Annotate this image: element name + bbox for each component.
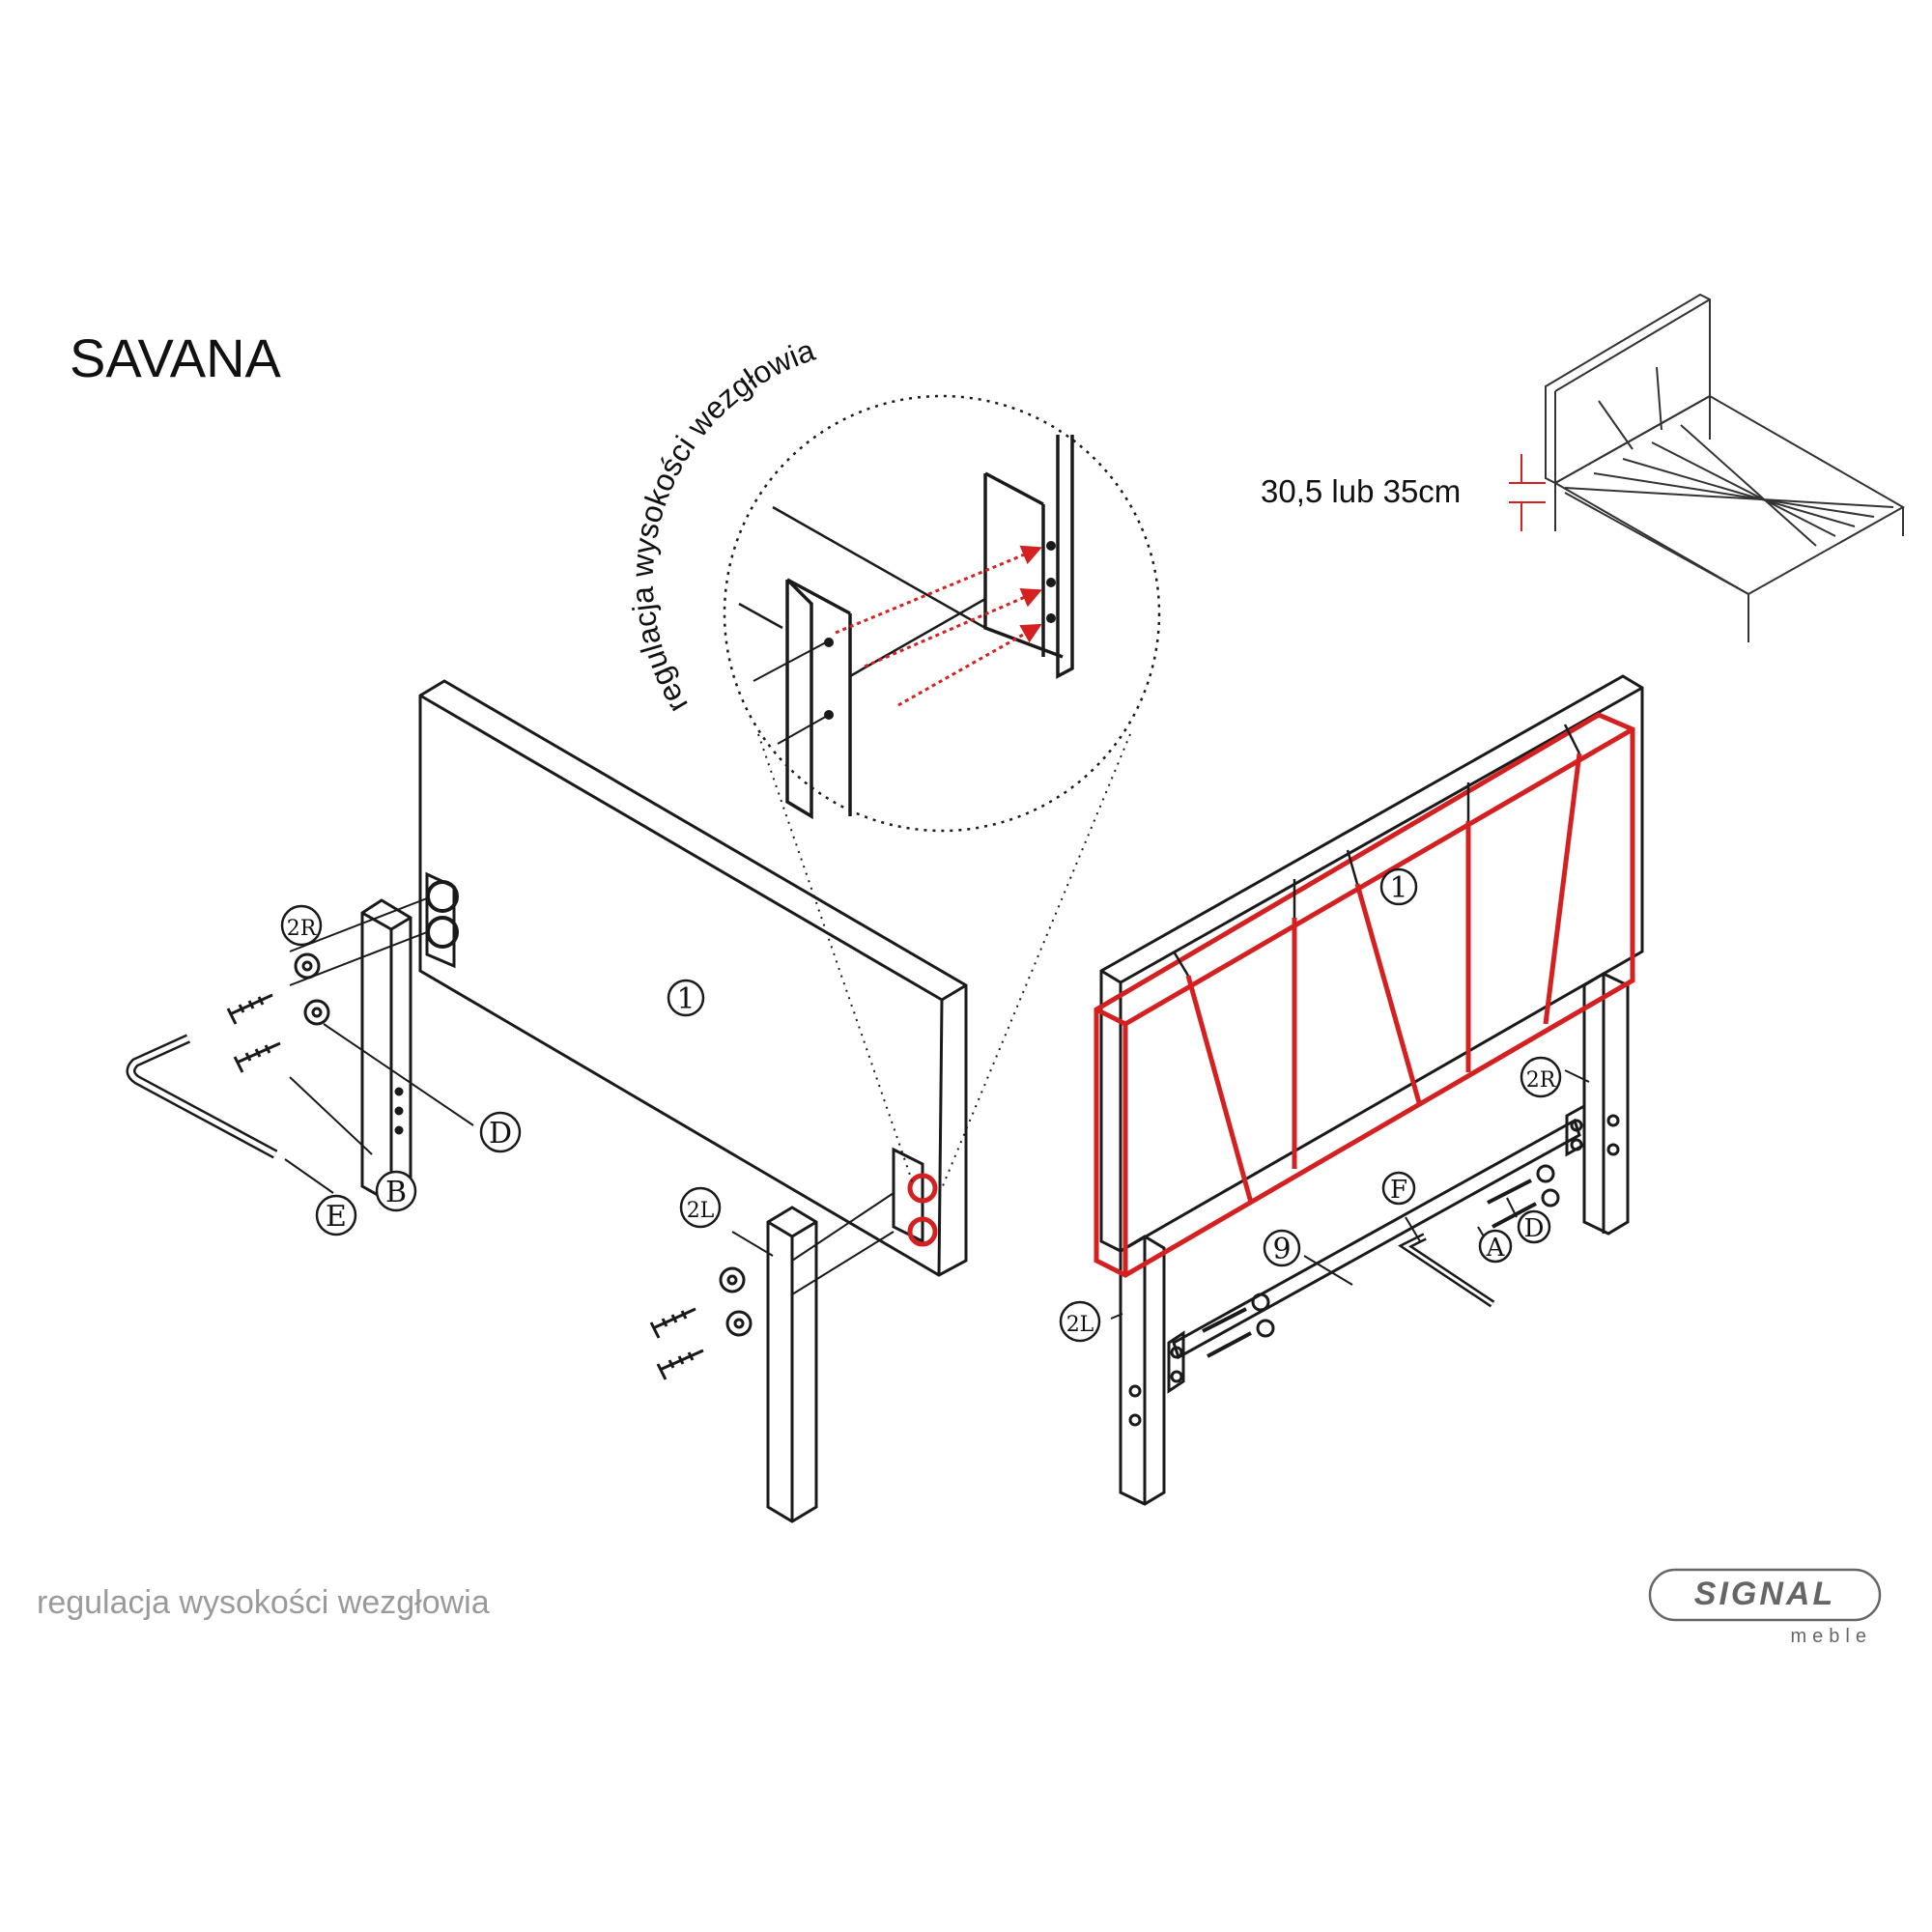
left-hardware [126, 952, 474, 1194]
label-rail: 9 [1272, 1233, 1291, 1266]
screw [649, 1307, 696, 1339]
label-leg-right: 2R [287, 917, 318, 941]
label-leg-left: 2L [687, 1199, 715, 1223]
label-leg-left-assembled: 2L [1066, 1313, 1094, 1337]
label-washer-assembled: D [1524, 1214, 1545, 1243]
leg-2r [360, 898, 412, 1205]
zoom-detail: regulacja wysokości wezgłowia [625, 332, 1161, 1189]
height-dimension-arrows [1509, 454, 1546, 531]
label-allen-key: E [326, 1200, 347, 1234]
caption: regulacja wysokości wezgłowia [37, 1584, 490, 1621]
cushion-highlight [1094, 712, 1635, 1278]
leg-2r-assembled [1582, 972, 1630, 1236]
screw [656, 1349, 704, 1380]
rail-9 [1172, 1118, 1581, 1360]
washer [719, 1266, 746, 1293]
label-bracket: F [1390, 1176, 1407, 1205]
adjustment-holes-highlight [907, 1173, 938, 1247]
product-title: SAVANA [70, 327, 281, 388]
label-leg-right-assembled: 2R [1526, 1068, 1557, 1093]
screw [233, 1041, 281, 1073]
screw [226, 993, 273, 1025]
headboard-panel-assembled [1099, 674, 1644, 1253]
label-headboard: 1 [676, 982, 695, 1016]
height-dimension-label: 30,5 lub 35cm [1261, 473, 1462, 509]
signal-meble-logo: SIGNAL meble [1648, 1568, 1882, 1647]
label-headboard-assembled: 1 [1389, 871, 1407, 905]
mount-plate-right [892, 1147, 924, 1244]
part-labels [280, 867, 1562, 1343]
bracket-right [1565, 1103, 1586, 1157]
washer [294, 952, 321, 980]
label-bolt: A [1486, 1234, 1506, 1263]
right-headboard-assembly [1099, 674, 1644, 1506]
label-washer: D [489, 1117, 512, 1151]
headboard-panel [418, 679, 968, 1277]
bed-thumbnail [1545, 293, 1906, 642]
label-screw: B [385, 1176, 407, 1209]
washer [725, 1310, 753, 1337]
leg-2l [766, 1206, 818, 1523]
svg-text:meble: meble [1791, 1626, 1872, 1647]
bracket-left [1167, 1330, 1185, 1394]
right-hardware-2l [649, 1231, 774, 1380]
svg-text:SIGNAL: SIGNAL [1694, 1576, 1835, 1612]
washer [303, 999, 330, 1026]
left-headboard-assembly [289, 679, 968, 1523]
